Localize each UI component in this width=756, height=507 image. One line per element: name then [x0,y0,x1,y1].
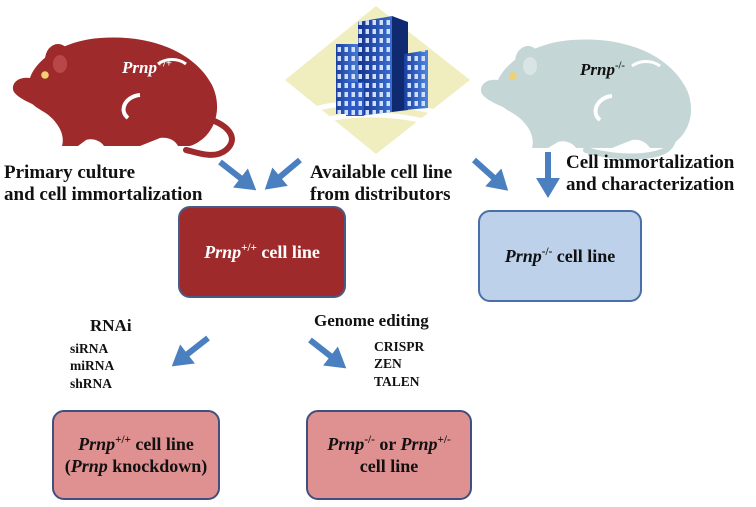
rnai-item: miRNA [70,358,115,374]
step-line: Cell immortalization [566,152,735,173]
arrow-available-to-wt [257,151,308,199]
genome-editing-methods: CRISPR ZEN TALEN [374,338,424,390]
box-text: Prnp+/+ cell line (Prnp knockdown) [64,433,208,477]
mouse-knockout-icon [480,39,692,160]
step-line: Available cell line [310,162,453,183]
rnai-item: siRNA [70,341,109,357]
knockdown-cell-line-box: Prnp+/+ cell line (Prnp knockdown) [52,410,220,500]
box-text: Prnp+/+ cell line [204,241,320,262]
genome-editing-item: CRISPR [374,339,425,354]
mouse-wildtype-label: Prnp+/+ [122,58,172,78]
step-line: and characterization [566,174,735,196]
genome-editing-item: TALEN [374,373,420,389]
arrow-wt-to-rnai [164,329,215,376]
step-primary-culture: Primary culture and cell immortalization [4,162,202,207]
rnai-item: shRNA [70,375,113,391]
box-text: Prnp-/- or Prnp+/- cell line [327,433,451,477]
genotype: +/+ [156,58,172,70]
genotype: -/- [614,60,625,72]
mouse-knockout-label: Prnp-/- [580,60,625,80]
distributor-city-icon [285,6,470,154]
genome-editing-item: ZEN [374,356,402,372]
genome-editing-title: Genome editing [314,311,429,330]
step-available-cell-line: Available cell line from distributors [310,162,452,207]
step-cell-immortalization: Cell immortalization and characterizatio… [566,152,734,197]
wildtype-cell-line-box: Prnp+/+ cell line [178,206,346,298]
step-line: and cell immortalization [4,184,203,206]
rnai-title: RNAi [90,316,132,335]
mouse-wildtype-icon [12,37,235,158]
knockout-cell-line-box: Prnp-/- cell line [478,210,642,302]
gene-name: Prnp [580,60,615,79]
gene-name: Prnp [122,58,157,77]
arrow-wt-to-genome-editing [303,331,354,378]
rnai-block: RNAi siRNA miRNA shRNA [70,316,132,392]
box-text: Prnp-/- cell line [504,245,616,266]
step-line: from distributors [310,184,451,206]
arrow-available-to-ko [466,151,516,200]
arrow-primary-to-wt [213,153,264,200]
arrow-immortalization-to-ko [536,152,560,198]
step-line: Primary culture [4,162,136,183]
edited-cell-line-box: Prnp-/- or Prnp+/- cell line [306,410,472,500]
